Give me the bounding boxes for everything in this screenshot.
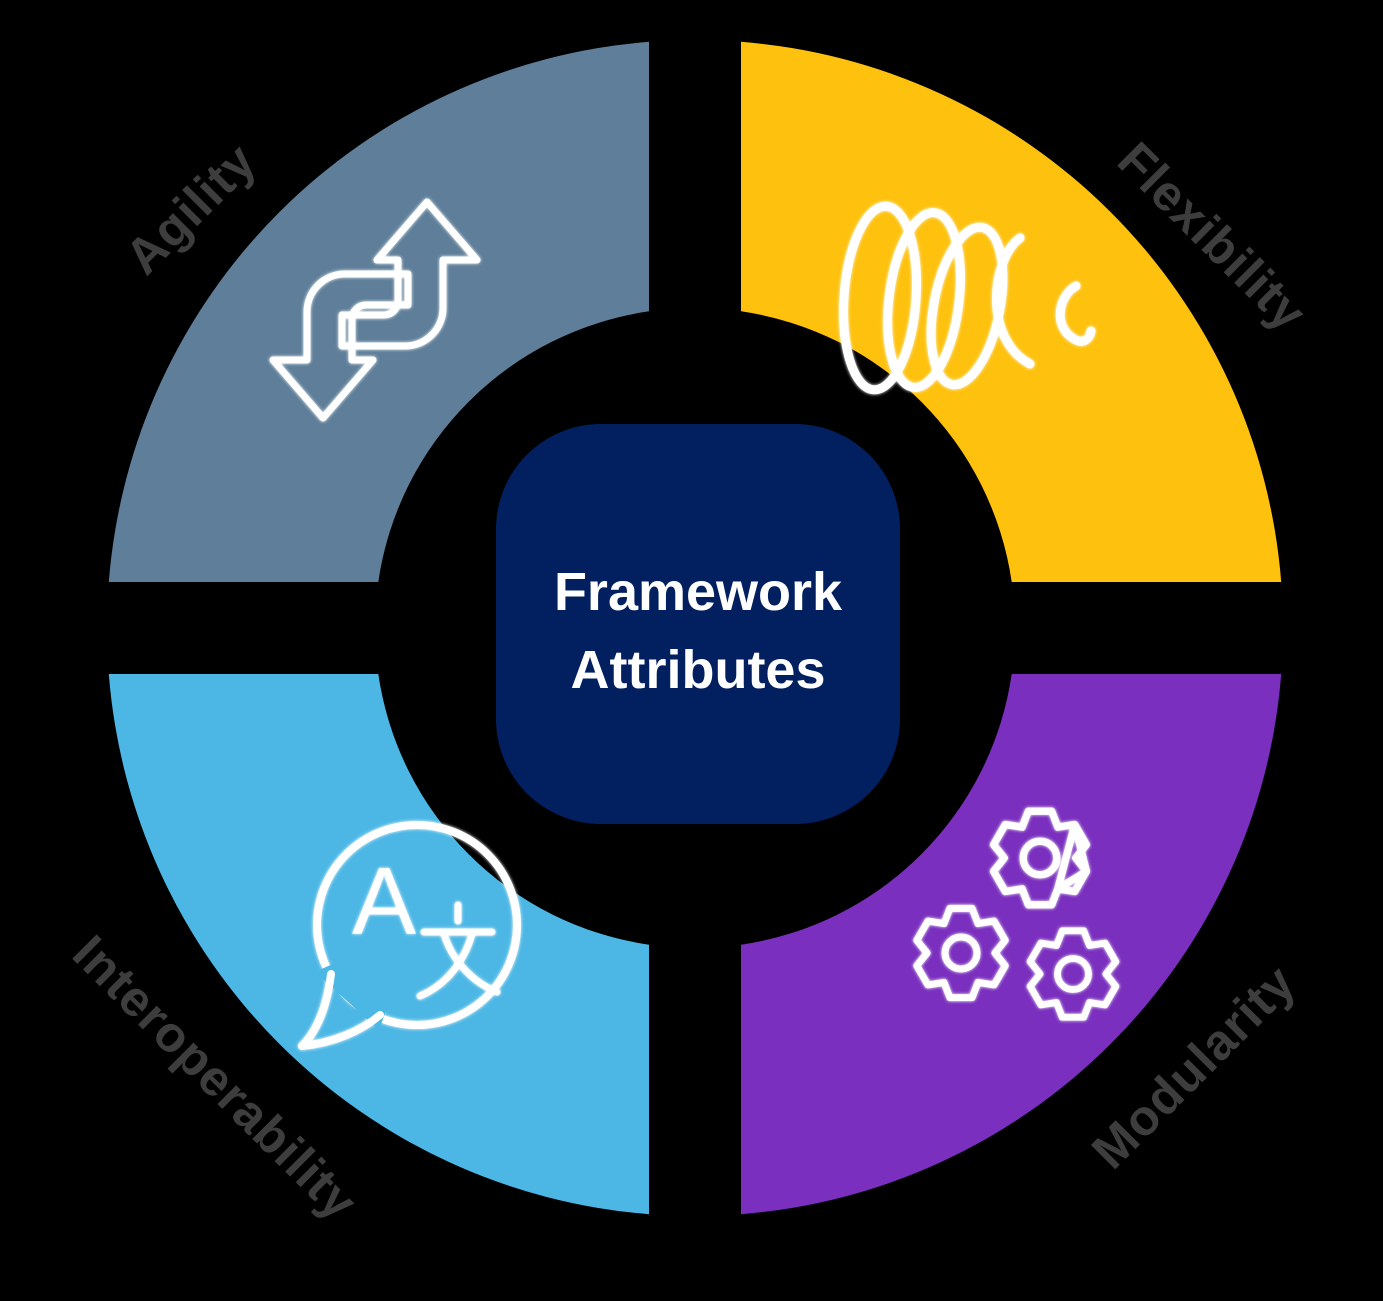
- gear-top: [989, 807, 1091, 909]
- translation-bubble-icon: A: [298, 821, 521, 1050]
- quadrant-modularity-slice: [741, 674, 1282, 1215]
- bubble-outline: [313, 821, 521, 1029]
- gear-left: [913, 904, 1009, 1002]
- quadrant-flexibility-slice: [741, 41, 1282, 583]
- center-title-line1: Framework: [554, 562, 843, 622]
- gears-icon: [913, 807, 1120, 1021]
- bubble-tail-right: [298, 1011, 384, 1050]
- center-title-line2: Attributes: [571, 640, 826, 700]
- translation-cjk-glyph: [416, 901, 501, 1000]
- gear-right: [1026, 927, 1120, 1021]
- swap-arrows-icon: [269, 198, 481, 422]
- bubble-tail-left: [298, 970, 335, 1050]
- center-badge: [496, 424, 900, 824]
- translation-latin-letter: A: [352, 848, 416, 955]
- quadrant-interoperability-slice: [108, 674, 650, 1215]
